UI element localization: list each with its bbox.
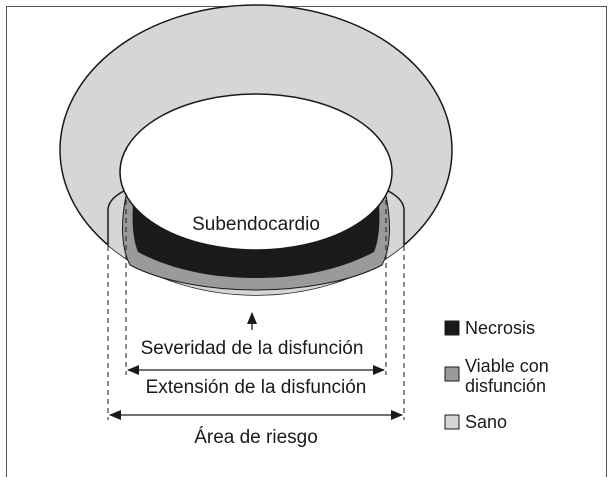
legend-label-viable-line2: disfunción bbox=[465, 376, 546, 396]
figure-frame bbox=[6, 6, 607, 477]
extension-label: Extensión de la disfunción bbox=[146, 377, 367, 398]
subendocardium-label: Subendocardio bbox=[192, 214, 320, 235]
legend-swatch-healthy bbox=[444, 414, 460, 430]
legend-label-healthy: Sano bbox=[465, 412, 507, 432]
legend: Necrosis Viable con disfunción Sano bbox=[444, 318, 549, 432]
legend-swatch-viable bbox=[444, 366, 460, 382]
ventricular-cavity bbox=[119, 93, 393, 251]
risk-area-label: Área de riesgo bbox=[194, 427, 318, 448]
severity-label: Severidad de la disfunción bbox=[141, 338, 364, 359]
legend-label-viable-line1: Viable con bbox=[465, 356, 549, 376]
legend-swatch-necrosis bbox=[444, 320, 460, 336]
legend-label-necrosis: Necrosis bbox=[465, 318, 535, 338]
